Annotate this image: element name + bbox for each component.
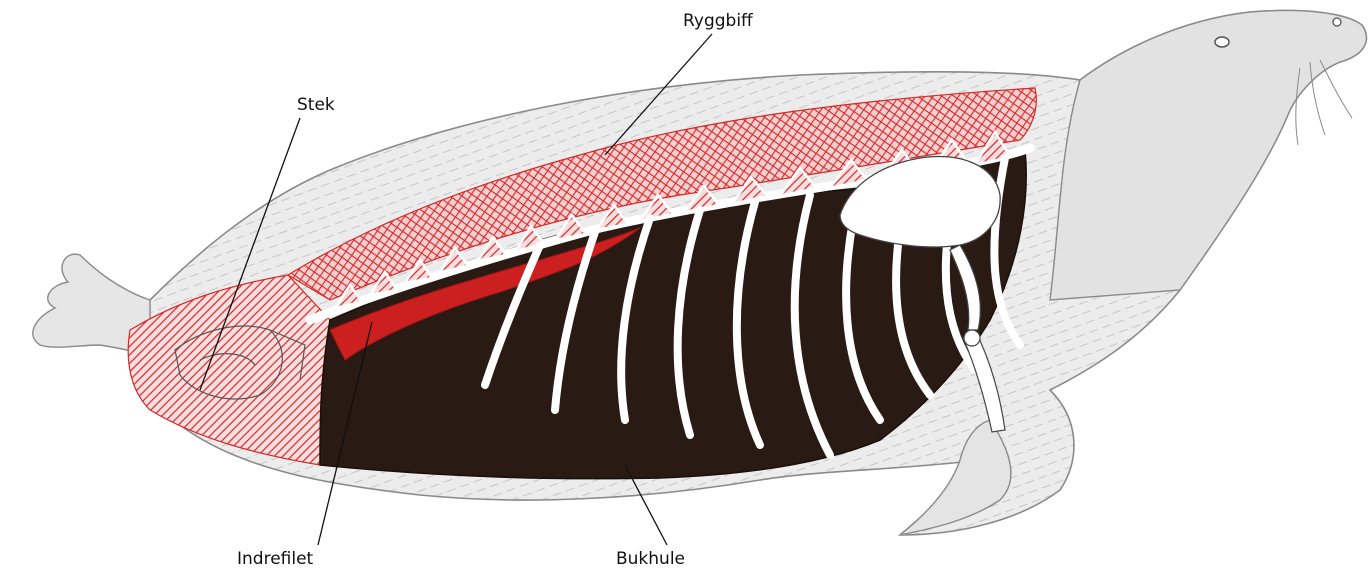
seal-head (1050, 11, 1366, 300)
seal-eye (1215, 37, 1229, 47)
label-indrefilet: Indrefilet (237, 551, 313, 568)
label-ryggbiff: Ryggbiff (683, 13, 753, 30)
label-stek: Stek (297, 97, 335, 114)
label-bukhule: Bukhule (616, 551, 685, 568)
seal-nostril (1333, 18, 1341, 26)
